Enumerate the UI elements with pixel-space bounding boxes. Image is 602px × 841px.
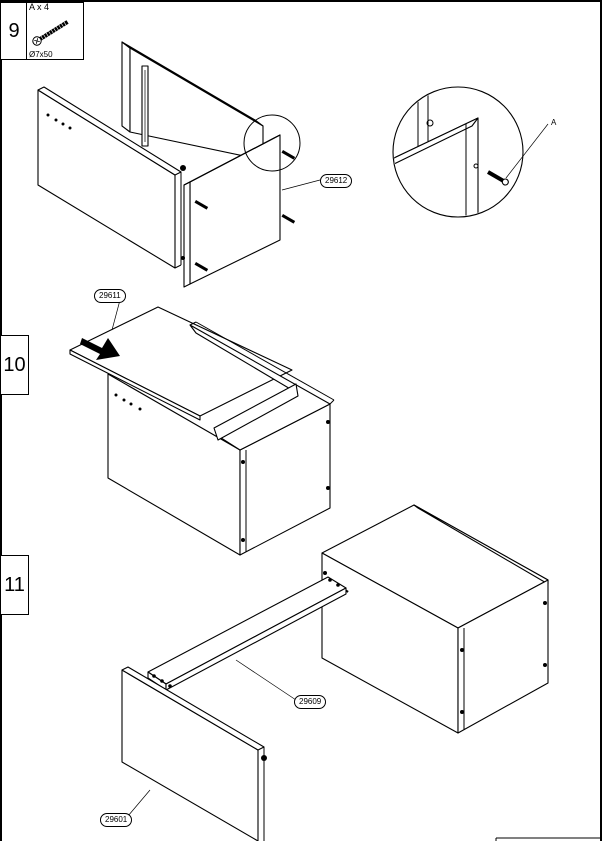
- hardware-size: Ø7x50: [29, 50, 53, 59]
- step11-assembly: [121, 504, 549, 841]
- frame-right-line: [600, 0, 602, 841]
- hardware-box: A x 4 Ø7x50: [26, 2, 84, 60]
- frame-top-line: [0, 0, 602, 2]
- part-number: 29601: [105, 815, 128, 824]
- part-callout-29609: 29609: [294, 695, 327, 709]
- insert-arrow: [80, 338, 120, 360]
- part-number: 29609: [299, 697, 322, 706]
- step-number-label: 10: [3, 353, 26, 376]
- part-callout-29612: 29612: [320, 174, 353, 188]
- frame-left-line: [0, 0, 2, 841]
- part-callout-29611: 29611: [94, 289, 126, 303]
- part-number: 29611: [99, 291, 121, 300]
- hardware-quantity: A x 4: [29, 2, 50, 12]
- screw-icon: [32, 20, 69, 46]
- detail-view: [392, 86, 549, 218]
- step9-assembly: [37, 41, 321, 288]
- part-number: 29612: [325, 176, 348, 185]
- step-number-label: 11: [4, 573, 25, 596]
- detail-label: A: [551, 118, 557, 127]
- step-number-label: 9: [8, 19, 20, 42]
- step10-assembly: [69, 299, 335, 556]
- step-number-10: 10: [0, 335, 29, 395]
- part-callout-29601: 29601: [100, 813, 133, 827]
- step-number-11: 11: [0, 555, 29, 615]
